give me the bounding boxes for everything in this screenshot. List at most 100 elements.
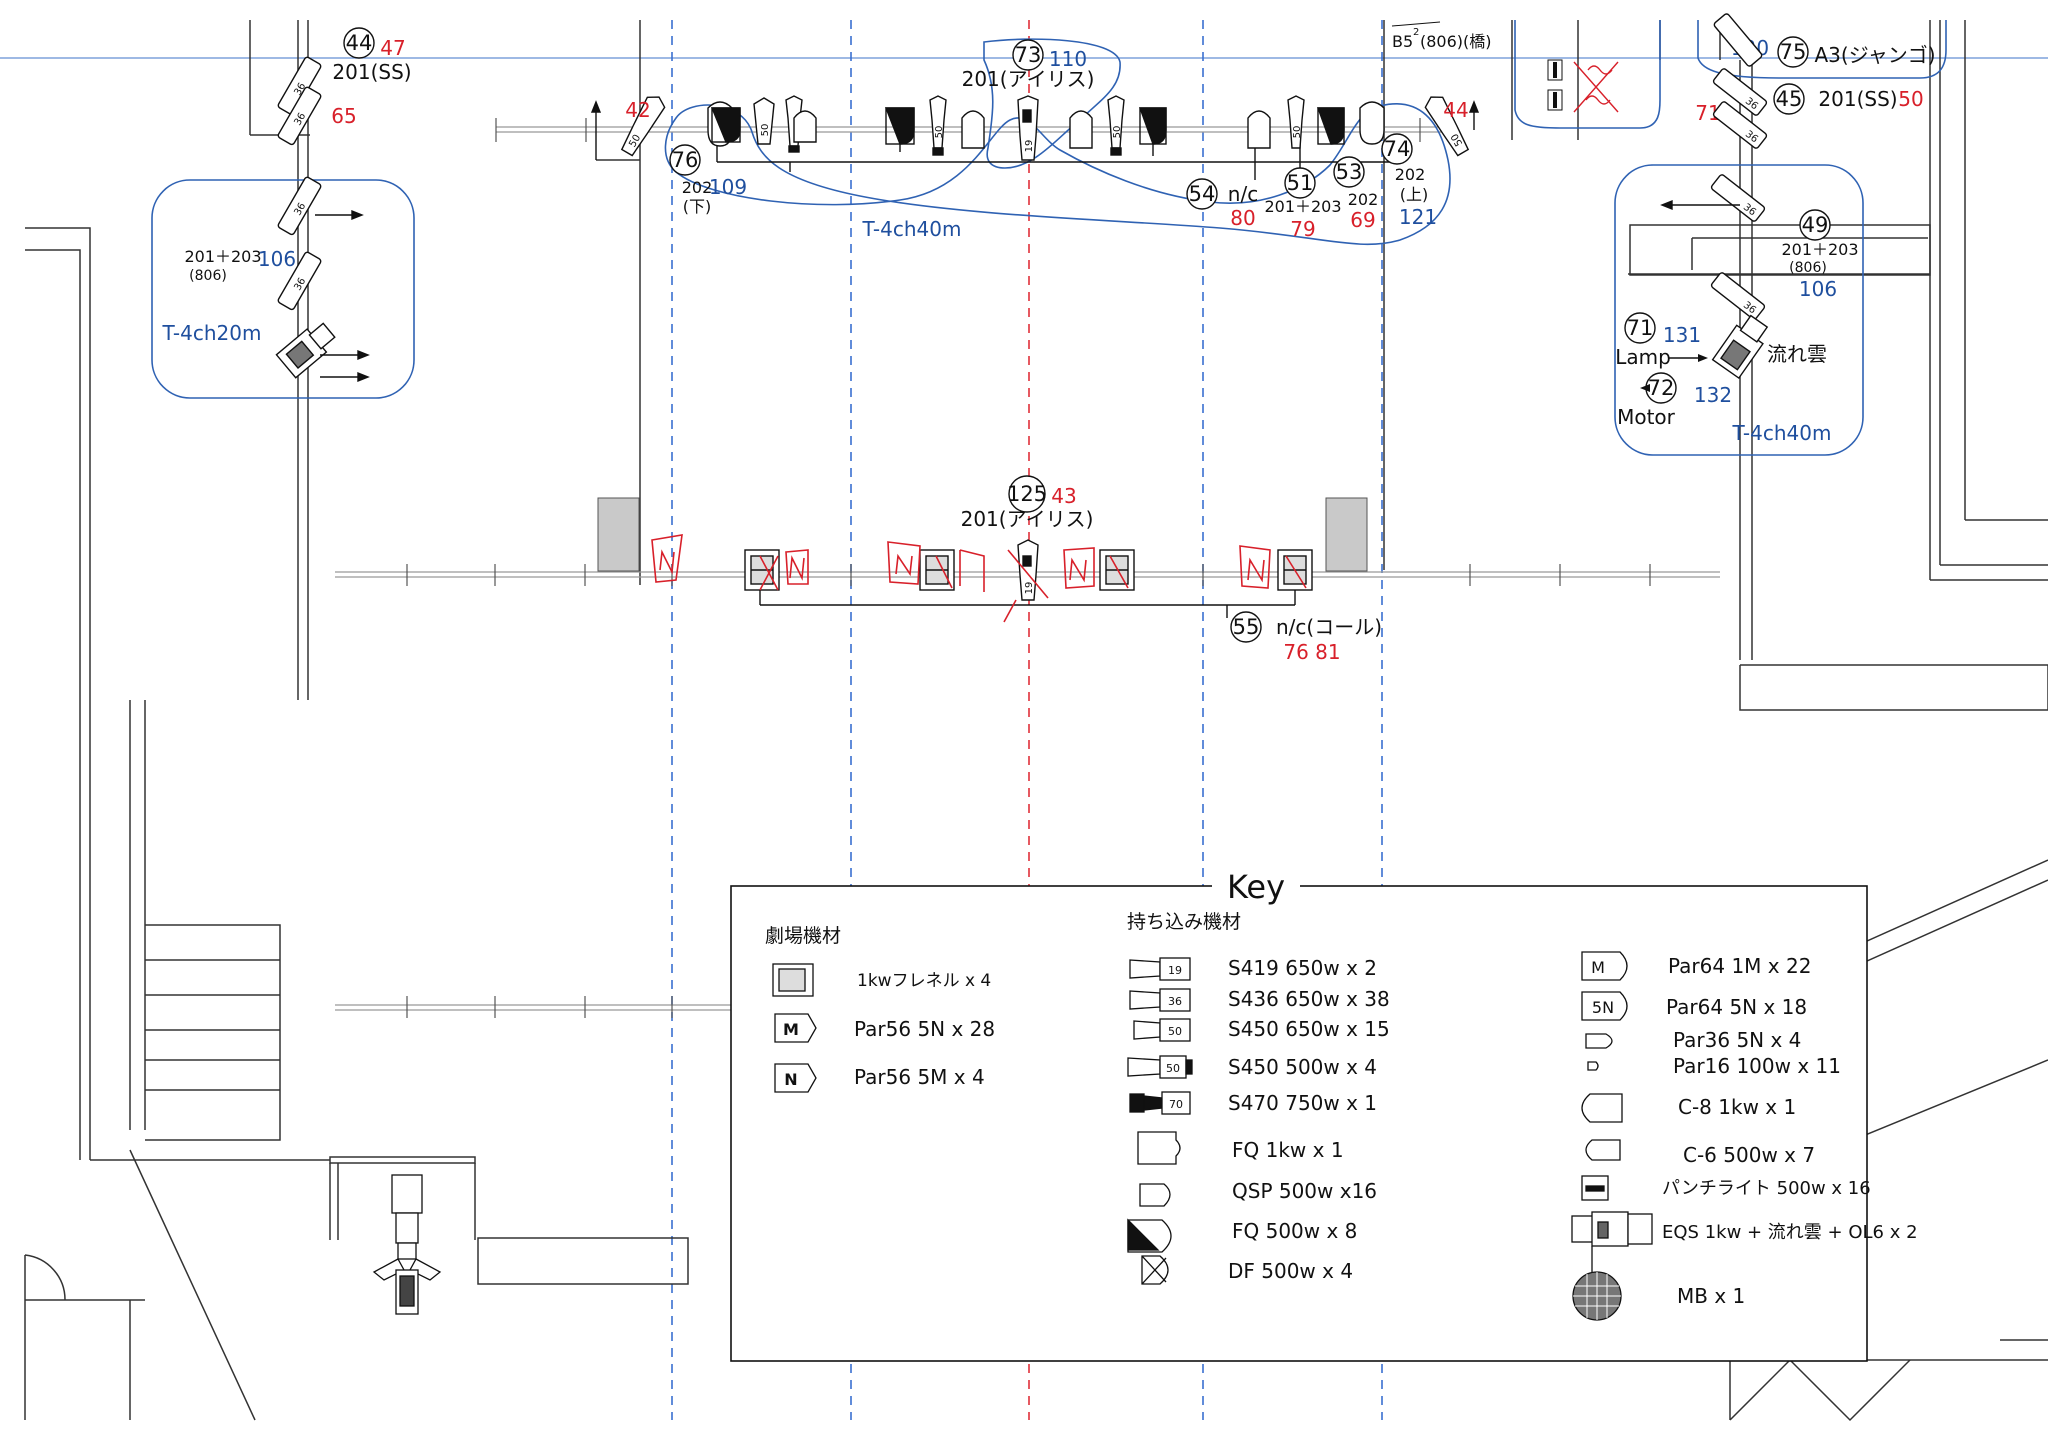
svg-text:(806): (806) bbox=[1789, 260, 1827, 276]
svg-text:51: 51 bbox=[1287, 171, 1314, 195]
key-legend: Key 劇場機材 持ち込み機材 M N 1kwフレネル x 4 Par56 5N… bbox=[730, 868, 1918, 1362]
key-box bbox=[730, 885, 1868, 1362]
svg-text:121: 121 bbox=[1399, 205, 1437, 229]
cable-loop-73 bbox=[983, 38, 1121, 169]
top-mid-fixtures bbox=[1547, 59, 1619, 113]
qsp-icon bbox=[1359, 101, 1385, 145]
svg-text:50: 50 bbox=[1112, 126, 1123, 139]
s470-icon: 70 bbox=[1129, 1091, 1191, 1115]
s450-icon: 50 bbox=[1424, 96, 1470, 157]
svg-text:80: 80 bbox=[1230, 206, 1255, 230]
s450-icon: 50 bbox=[929, 95, 947, 156]
svg-text:C-6 500w x 7: C-6 500w x 7 bbox=[1683, 1143, 1815, 1167]
s436-icon: 36 bbox=[277, 176, 322, 236]
left-fixture-group: 44 47 201(SS) 65 36 36 36 36 201＋203 (80… bbox=[162, 27, 412, 383]
s436-icon: 36 bbox=[1712, 101, 1768, 149]
fq-500w-icon bbox=[710, 107, 741, 143]
svg-text:50: 50 bbox=[1168, 1025, 1182, 1038]
svg-text:5N: 5N bbox=[1592, 998, 1614, 1017]
svg-text:202: 202 bbox=[1395, 165, 1426, 184]
svg-text:132: 132 bbox=[1694, 383, 1732, 407]
par36-icon bbox=[1585, 1033, 1613, 1049]
fq-500w-icon bbox=[1127, 1218, 1172, 1253]
key-title: Key bbox=[1227, 868, 1285, 906]
svg-text:S470 750w x 1: S470 750w x 1 bbox=[1228, 1091, 1377, 1115]
svg-text:19: 19 bbox=[1024, 140, 1035, 153]
svg-text:M: M bbox=[783, 1020, 799, 1039]
c8-icon bbox=[1581, 1093, 1623, 1123]
s419-icon: 19 bbox=[1129, 957, 1191, 981]
s450-icon: 50 bbox=[1107, 95, 1125, 156]
svg-text:N: N bbox=[784, 1070, 797, 1089]
svg-text:44: 44 bbox=[346, 31, 373, 55]
eqs-icon bbox=[1711, 314, 1769, 380]
eqs-icon bbox=[275, 322, 336, 379]
pipe2-red-marks bbox=[651, 534, 1307, 623]
s436-icon: 36 bbox=[277, 86, 322, 146]
qsp-icon bbox=[1139, 1183, 1171, 1207]
svg-text:70: 70 bbox=[1169, 1098, 1183, 1111]
svg-text:FQ 500w x 8: FQ 500w x 8 bbox=[1232, 1219, 1357, 1243]
floor-truss bbox=[372, 1174, 442, 1315]
svg-text:109: 109 bbox=[709, 175, 747, 199]
svg-text:106: 106 bbox=[1799, 277, 1837, 301]
svg-text:Par16 100w x 11: Par16 100w x 11 bbox=[1673, 1054, 1841, 1078]
svg-text:72: 72 bbox=[1648, 376, 1675, 400]
df-icon bbox=[1141, 1255, 1169, 1285]
svg-text:201(SS): 201(SS) bbox=[332, 60, 411, 84]
svg-text:Par64 1M x 22: Par64 1M x 22 bbox=[1668, 954, 1811, 978]
svg-text:201(アイリス): 201(アイリス) bbox=[962, 67, 1095, 91]
svg-text:Par56 5N x 28: Par56 5N x 28 bbox=[854, 1017, 995, 1041]
svg-text:201＋203: 201＋203 bbox=[1264, 197, 1341, 216]
cable-label-left: T-4ch20m bbox=[162, 321, 262, 345]
svg-text:47: 47 bbox=[380, 36, 405, 60]
svg-text:19: 19 bbox=[1168, 964, 1182, 977]
c6-icon bbox=[1069, 110, 1093, 149]
par64-5n-icon: 5N bbox=[1581, 991, 1628, 1021]
svg-text:73: 73 bbox=[1015, 43, 1042, 67]
svg-text:2: 2 bbox=[1413, 27, 1419, 38]
pipe1-fixtures: 50 50 19 50 50 50 50 bbox=[590, 95, 1480, 180]
s450-icon: 50 bbox=[753, 97, 775, 145]
cable-box-top-mid bbox=[1514, 20, 1661, 129]
pipe2-fixtures: 19 bbox=[744, 539, 1313, 618]
svg-text:S450 500w x 4: S450 500w x 4 bbox=[1228, 1055, 1377, 1079]
svg-text:n/c(コール): n/c(コール) bbox=[1276, 615, 1382, 639]
svg-text:Par36 5N x 4: Par36 5N x 4 bbox=[1673, 1028, 1801, 1052]
left-boom-box bbox=[597, 497, 640, 572]
svg-text:A3(ジャンゴ): A3(ジャンゴ) bbox=[1814, 43, 1935, 67]
svg-text:79: 79 bbox=[1290, 217, 1315, 241]
par64-1m-icon: M bbox=[1581, 951, 1628, 981]
theatre-header: 劇場機材 bbox=[765, 925, 841, 947]
svg-text:C-8 1kw x 1: C-8 1kw x 1 bbox=[1678, 1095, 1796, 1119]
c6-icon bbox=[793, 110, 817, 143]
svg-text:36: 36 bbox=[1168, 995, 1182, 1008]
s450-icon: 50 bbox=[1287, 95, 1305, 149]
svg-text:QSP 500w x16: QSP 500w x16 bbox=[1232, 1179, 1377, 1203]
svg-text:DF 500w x 4: DF 500w x 4 bbox=[1228, 1259, 1353, 1283]
svg-text:B5: B5 bbox=[1392, 32, 1413, 51]
svg-text:74: 74 bbox=[1384, 137, 1411, 161]
cable-label-center: T-4ch40m bbox=[862, 217, 962, 241]
par56-5n-icon: M bbox=[774, 1013, 817, 1043]
c6-icon bbox=[961, 110, 985, 149]
fq-500w-icon bbox=[1139, 107, 1167, 156]
eqs-icon bbox=[1571, 1211, 1653, 1272]
s436-icon bbox=[1713, 13, 1763, 67]
svg-text:55: 55 bbox=[1233, 615, 1260, 639]
svg-text:S436 650w x 38: S436 650w x 38 bbox=[1228, 987, 1390, 1011]
svg-text:110: 110 bbox=[1049, 47, 1087, 71]
svg-text:201＋203: 201＋203 bbox=[1781, 240, 1858, 259]
svg-text:54: 54 bbox=[1189, 182, 1216, 206]
svg-text:45: 45 bbox=[1776, 87, 1803, 111]
svg-text:EQS 1kw + 流れ雲 + OL6 x 2: EQS 1kw + 流れ雲 + OL6 x 2 bbox=[1662, 1222, 1918, 1243]
s436-icon: 36 bbox=[277, 251, 322, 311]
svg-text:1kwフレネル x 4: 1kwフレネル x 4 bbox=[857, 971, 991, 991]
svg-text:Lamp: Lamp bbox=[1615, 345, 1671, 369]
punch-light-icon bbox=[1581, 1175, 1609, 1201]
par56-5m-icon: N bbox=[774, 1063, 817, 1093]
c6-icon bbox=[1585, 1139, 1621, 1161]
cable-box-right bbox=[1614, 164, 1864, 456]
fresnel-1kw-icon bbox=[919, 549, 955, 591]
